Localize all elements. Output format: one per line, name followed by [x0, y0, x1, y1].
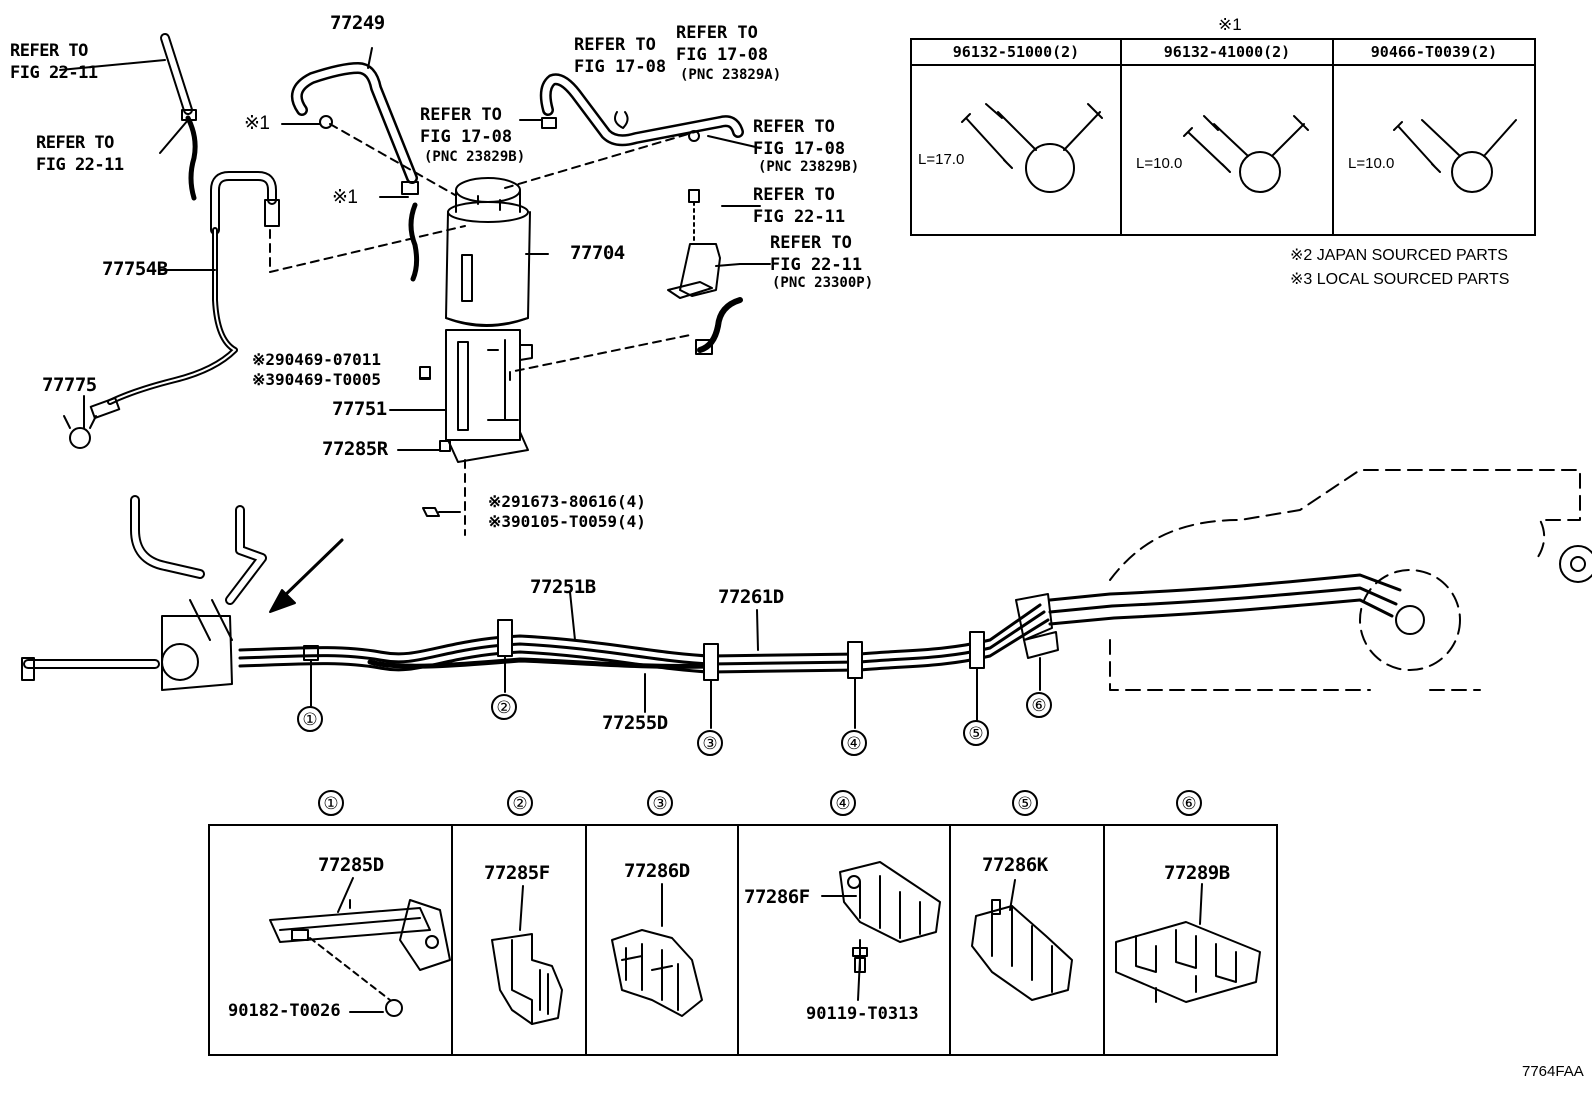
clip-col-2[interactable]: 96132-41000(2) L=10.0: [1122, 40, 1334, 234]
detail-num-1: ①: [318, 790, 344, 816]
clip-mark-a: ※1: [244, 113, 270, 134]
ref-fig-17-08-d[interactable]: REFER TO FIG 17-08: [753, 117, 846, 159]
part-91673-80616[interactable]: ※291673-80616(4): [488, 492, 646, 511]
note-local-sourced: ※3 LOCAL SOURCED PARTS: [1290, 271, 1510, 288]
detail-num-3: ③: [647, 790, 673, 816]
detail-part-77285d[interactable]: 77285D: [318, 854, 384, 876]
ref-fig-17-08-c[interactable]: REFER TO FIG 17-08: [676, 23, 769, 65]
part-77775[interactable]: 77775: [42, 374, 97, 396]
figure-code: 7764FAA: [1522, 1063, 1584, 1080]
clip-col-2-part: 96132-41000(2): [1122, 40, 1332, 66]
detail-part-77286k[interactable]: 77286K: [982, 854, 1048, 876]
callout-6[interactable]: ⑥: [1026, 692, 1052, 718]
part-77285r[interactable]: 77285R: [322, 438, 388, 460]
callout-5[interactable]: ⑤: [963, 720, 989, 746]
detail-num-2: ②: [507, 790, 533, 816]
part-77754b[interactable]: 77754B: [102, 258, 168, 280]
part-90469-t0005[interactable]: ※390469-T0005: [252, 370, 381, 389]
clip-col-1-part: 96132-51000(2): [912, 40, 1120, 66]
part-77251b[interactable]: 77251B: [530, 576, 596, 598]
note-japan-sourced: ※2 JAPAN SOURCED PARTS: [1290, 247, 1508, 264]
callout-1[interactable]: ①: [297, 706, 323, 732]
clip-table-mark: ※1: [1218, 15, 1242, 34]
detail-num-6: ⑥: [1176, 790, 1202, 816]
part-77261d[interactable]: 77261D: [718, 586, 784, 608]
ref-fig-17-08-a[interactable]: REFER TO FIG 17-08: [420, 105, 513, 147]
detail-part-77285f[interactable]: 77285F: [484, 862, 550, 884]
callout-3[interactable]: ③: [697, 730, 723, 756]
ref-fig-22-11-c[interactable]: REFER TO FIG 22-11: [753, 185, 846, 227]
pnc-23300p: (PNC 23300P): [772, 275, 874, 291]
clip-table: 96132-51000(2) L=17.0 96132-41000(2) L=1…: [910, 38, 1536, 236]
clip-col-2-dim: L=10.0: [1136, 155, 1183, 172]
pnc-23829b-b: (PNC 23829B): [758, 159, 860, 175]
detail-panels: [208, 824, 1278, 1056]
clip-col-3[interactable]: 90466-T0039(2) L=10.0: [1334, 40, 1534, 234]
detail-part-90182-t0026[interactable]: 90182-T0026: [228, 1001, 341, 1021]
pnc-23829a: (PNC 23829A): [680, 67, 782, 83]
detail-num-5: ⑤: [1012, 790, 1038, 816]
detail-part-90119-t0313[interactable]: 90119-T0313: [806, 1004, 919, 1024]
part-77704[interactable]: 77704: [570, 242, 625, 264]
callout-2[interactable]: ②: [491, 694, 517, 720]
ref-fig-22-11-b[interactable]: REFER TO FIG 22-11: [36, 133, 124, 175]
part-90105-t0059[interactable]: ※390105-T0059(4): [488, 512, 646, 531]
part-77751[interactable]: 77751: [332, 398, 387, 420]
clip-col-1[interactable]: 96132-51000(2) L=17.0: [912, 40, 1122, 234]
clip-mark-b: ※1: [332, 187, 358, 208]
detail-part-77286f[interactable]: 77286F: [744, 886, 810, 908]
ref-fig-22-11-d[interactable]: REFER TO FIG 22-11: [770, 233, 863, 275]
detail-part-77289b[interactable]: 77289B: [1164, 862, 1230, 884]
detail-part-77286d[interactable]: 77286D: [624, 860, 690, 882]
pnc-23829b-a: (PNC 23829B): [424, 149, 526, 165]
ref-fig-22-11-a[interactable]: REFER TO FIG 22-11: [10, 41, 98, 83]
clip-col-3-dim: L=10.0: [1348, 155, 1395, 172]
part-77249[interactable]: 77249: [330, 12, 385, 34]
part-90469-07011[interactable]: ※290469-07011: [252, 350, 381, 369]
clip-col-1-dim: L=17.0: [918, 151, 965, 168]
callout-4[interactable]: ④: [841, 730, 867, 756]
ref-fig-17-08-b[interactable]: REFER TO FIG 17-08: [574, 35, 667, 77]
detail-num-4: ④: [830, 790, 856, 816]
part-77255d[interactable]: 77255D: [602, 712, 668, 734]
clip-col-3-part: 90466-T0039(2): [1334, 40, 1534, 66]
